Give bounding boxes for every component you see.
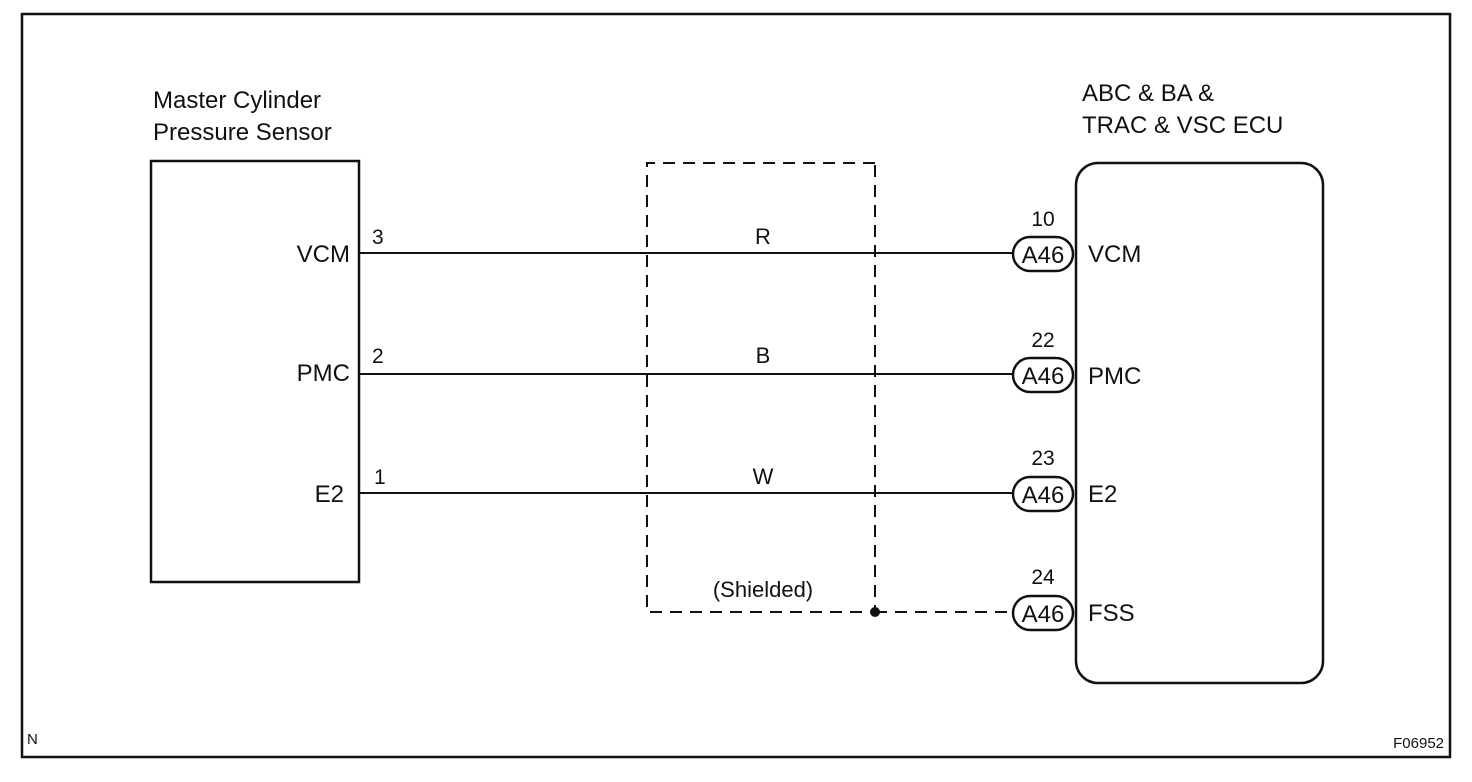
figure-id: F06952	[1393, 735, 1444, 752]
ecu-terminal-pmc: PMC	[1088, 363, 1141, 390]
shield-label: (Shielded)	[713, 577, 813, 602]
sensor-terminal-vcm: VCM	[297, 241, 350, 268]
connector-badge	[1011, 475, 1075, 513]
connector-badge	[1011, 356, 1075, 394]
ecu-connector-pmc: 22 A46 PMC	[1011, 329, 1141, 394]
ecu-connector-vcm: 10 A46 VCM	[1011, 208, 1141, 273]
ecu-pin-10: 10	[1031, 208, 1054, 231]
ecu-title-line2: TRAC & VSC ECU	[1082, 112, 1283, 139]
diagram-frame	[20, 12, 1452, 759]
sensor-title-line2: Pressure Sensor	[153, 119, 332, 146]
wire-color-r: R	[755, 224, 771, 249]
connector-code: A46	[1022, 363, 1065, 390]
ecu-terminal-e2: E2	[1088, 481, 1117, 508]
ecu-terminal-vcm: VCM	[1088, 241, 1141, 268]
sensor-terminal-e2: E2	[315, 481, 344, 508]
ecu-pin-24: 24	[1031, 566, 1055, 589]
footer-left-code: N	[27, 731, 38, 748]
sensor-block: Master Cylinder Pressure Sensor VCM PMC …	[149, 87, 386, 584]
ecu-connector-e2: 23 A46 E2	[1011, 447, 1117, 513]
ecu-terminal-fss: FSS	[1088, 600, 1135, 627]
sensor-title-line1: Master Cylinder	[153, 87, 321, 114]
sensor-terminal-pmc: PMC	[297, 360, 350, 387]
sensor-pin-3: 3	[372, 226, 384, 249]
sensor-box	[149, 159, 361, 584]
shield-junction-dot	[870, 607, 880, 617]
shield-outline	[646, 162, 876, 613]
wire-color-b: B	[756, 343, 771, 368]
connector-code: A46	[1022, 242, 1065, 269]
wire-color-w: W	[753, 464, 774, 489]
ecu-connector-fss: 24 A46 FSS	[1011, 566, 1135, 632]
ecu-box	[1074, 161, 1325, 685]
ecu-pin-23: 23	[1031, 447, 1054, 470]
connector-code: A46	[1022, 601, 1065, 628]
sensor-pin-2: 2	[372, 345, 384, 368]
ecu-title-line1: ABC & BA &	[1082, 80, 1214, 107]
connector-badge	[1011, 235, 1075, 273]
wires: R B W	[359, 224, 1013, 494]
shield: (Shielded)	[646, 162, 1013, 617]
sensor-pin-1: 1	[374, 466, 386, 489]
ecu-block: ABC & BA & TRAC & VSC ECU 10 A46 VCM 22 …	[1011, 80, 1325, 685]
connector-code: A46	[1022, 482, 1065, 509]
connector-badge	[1011, 594, 1075, 632]
ecu-pin-22: 22	[1031, 329, 1054, 352]
